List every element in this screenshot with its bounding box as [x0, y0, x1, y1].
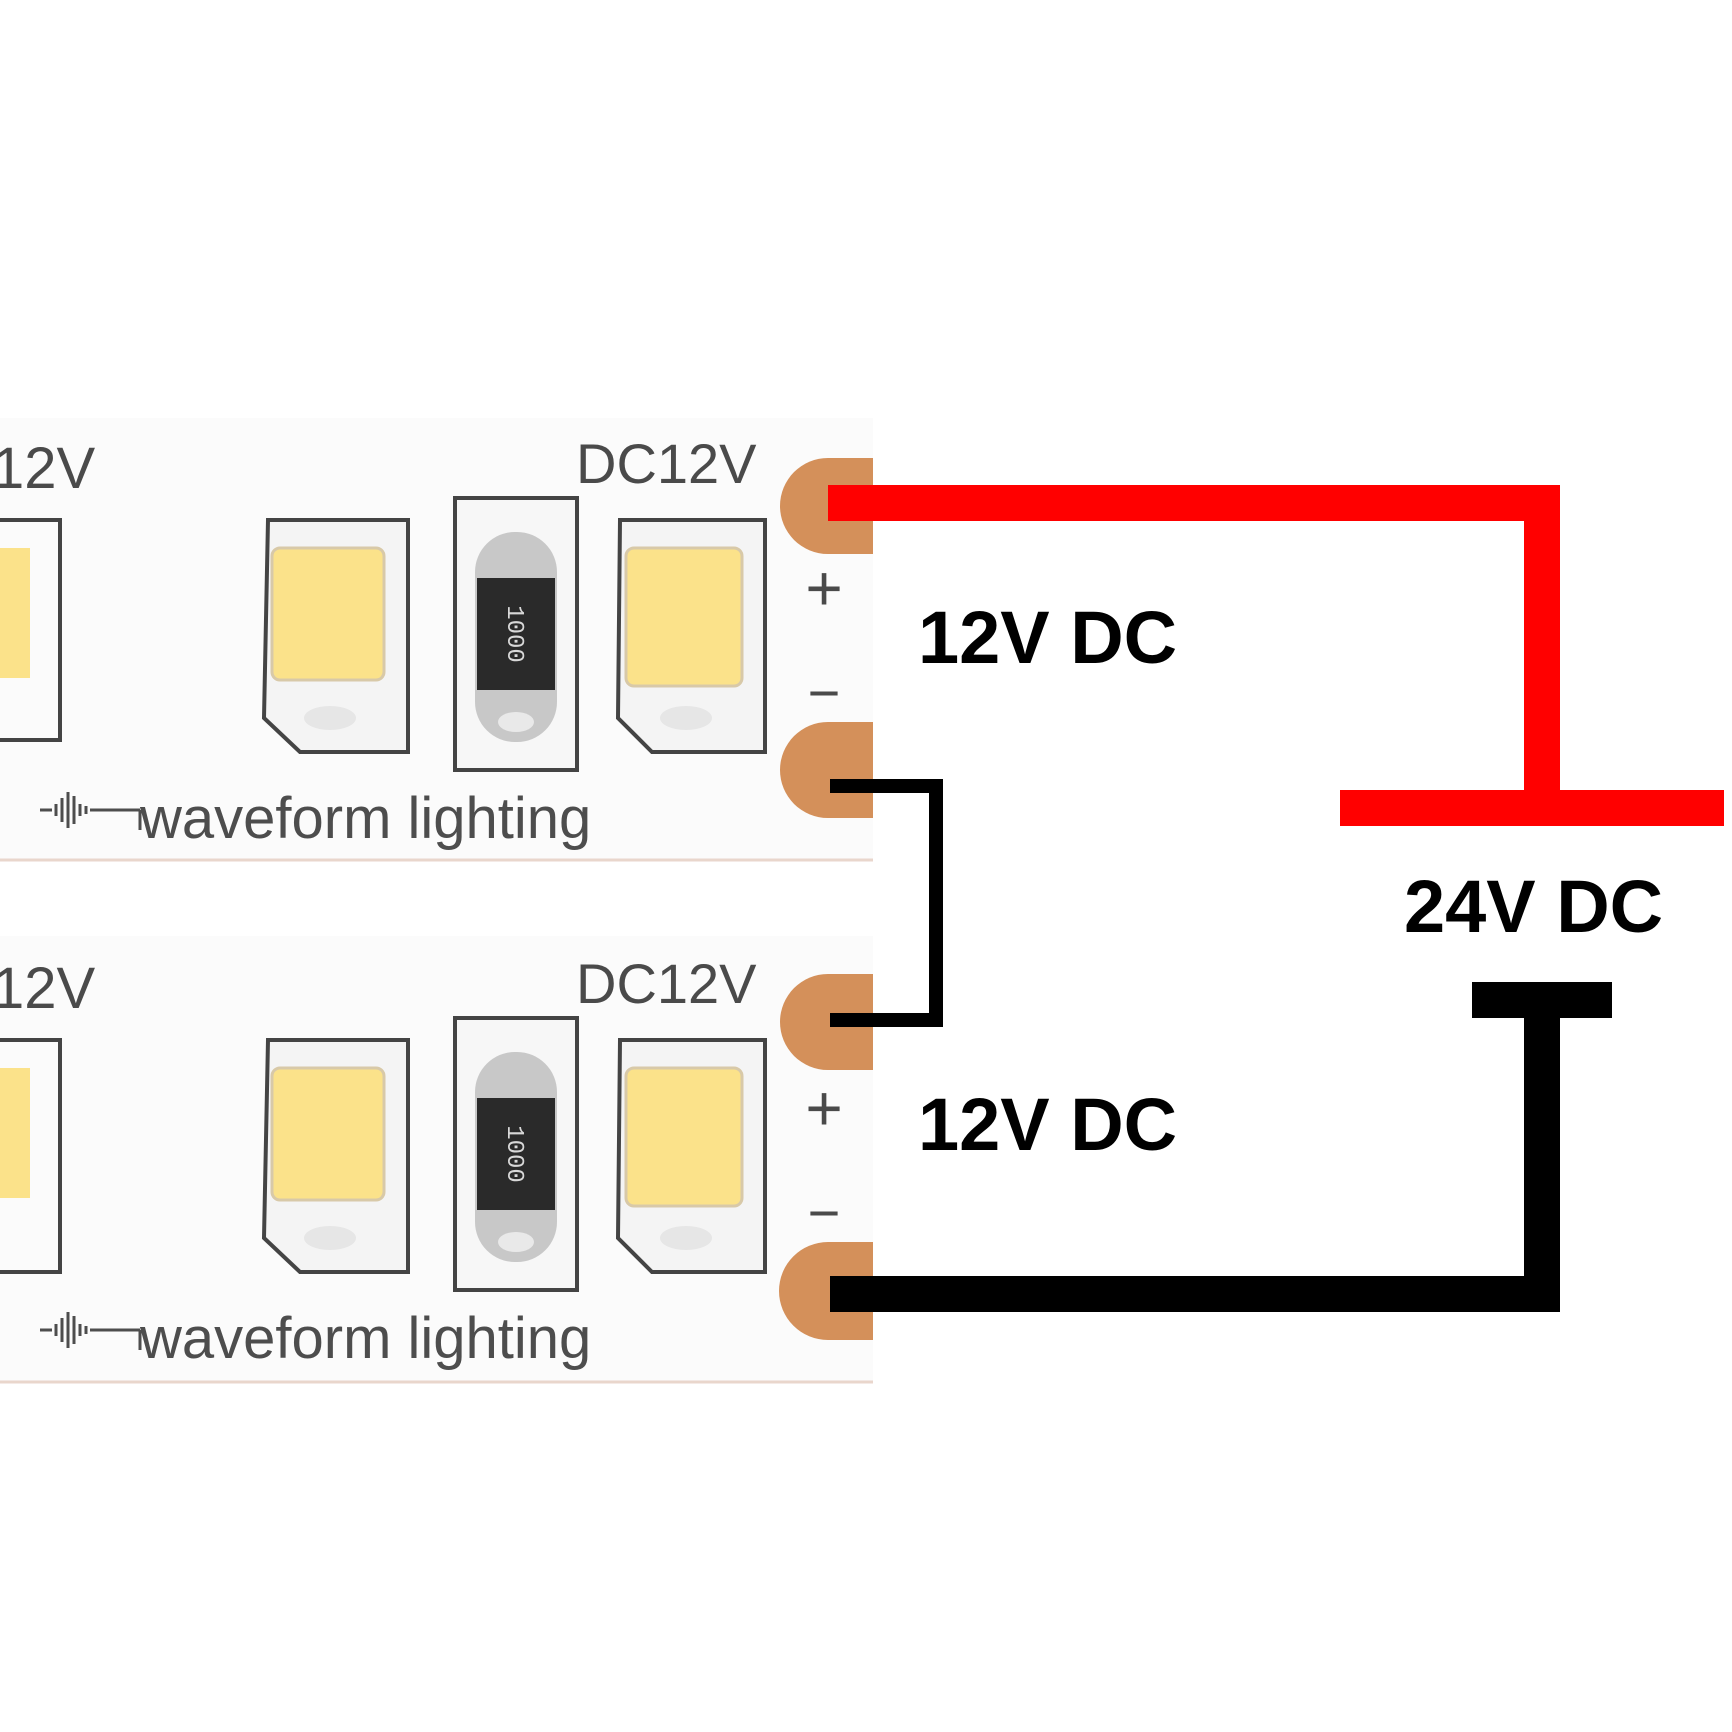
negative-wire	[830, 1000, 1560, 1312]
strip-voltage-marking-right: DC12V	[576, 952, 757, 1015]
copper-pad-negative	[779, 1242, 873, 1340]
resistor-code: 1000	[500, 605, 527, 663]
strip-voltage-marking-right: DC12V	[576, 432, 757, 495]
polarity-minus: −	[808, 661, 841, 724]
led-chip	[261, 1038, 410, 1274]
copper-pad-positive	[780, 974, 873, 1070]
led-chip	[261, 518, 410, 754]
brand-name: waveform lighting	[139, 1306, 591, 1371]
waveform-logo-icon	[40, 792, 142, 830]
polarity-minus: −	[808, 1181, 841, 1244]
led-strip-bottom: 12V DC12V 1000 + −	[0, 936, 873, 1384]
brand-name: waveform lighting	[139, 786, 591, 851]
copper-pad-positive	[780, 458, 873, 554]
supply-voltage-label: 24V DC	[1404, 865, 1663, 948]
battery-negative-plate	[1472, 982, 1612, 1018]
led-chip	[615, 518, 767, 754]
strip2-voltage-label: 12V DC	[918, 1083, 1177, 1166]
strip-voltage-marking-left: 12V	[0, 956, 96, 1021]
strip-voltage-marking-left: 12V	[0, 436, 96, 501]
polarity-plus: +	[805, 552, 842, 624]
led-strip-top: 12V DC12V 1000 +	[0, 418, 873, 862]
led-chip	[0, 1038, 62, 1274]
positive-wire	[828, 485, 1560, 808]
resistor-code: 1000	[500, 1125, 527, 1183]
battery-positive-plate	[1340, 790, 1724, 826]
strip1-voltage-label: 12V DC	[918, 596, 1177, 679]
copper-pad-negative	[780, 722, 873, 818]
led-chip	[615, 1038, 767, 1274]
resistor: 1000	[453, 496, 579, 772]
led-chip	[0, 518, 62, 742]
resistor: 1000	[453, 1016, 579, 1292]
polarity-plus: +	[805, 1072, 842, 1144]
series-jumper-wire	[830, 779, 943, 1027]
waveform-logo-icon	[40, 1312, 142, 1350]
